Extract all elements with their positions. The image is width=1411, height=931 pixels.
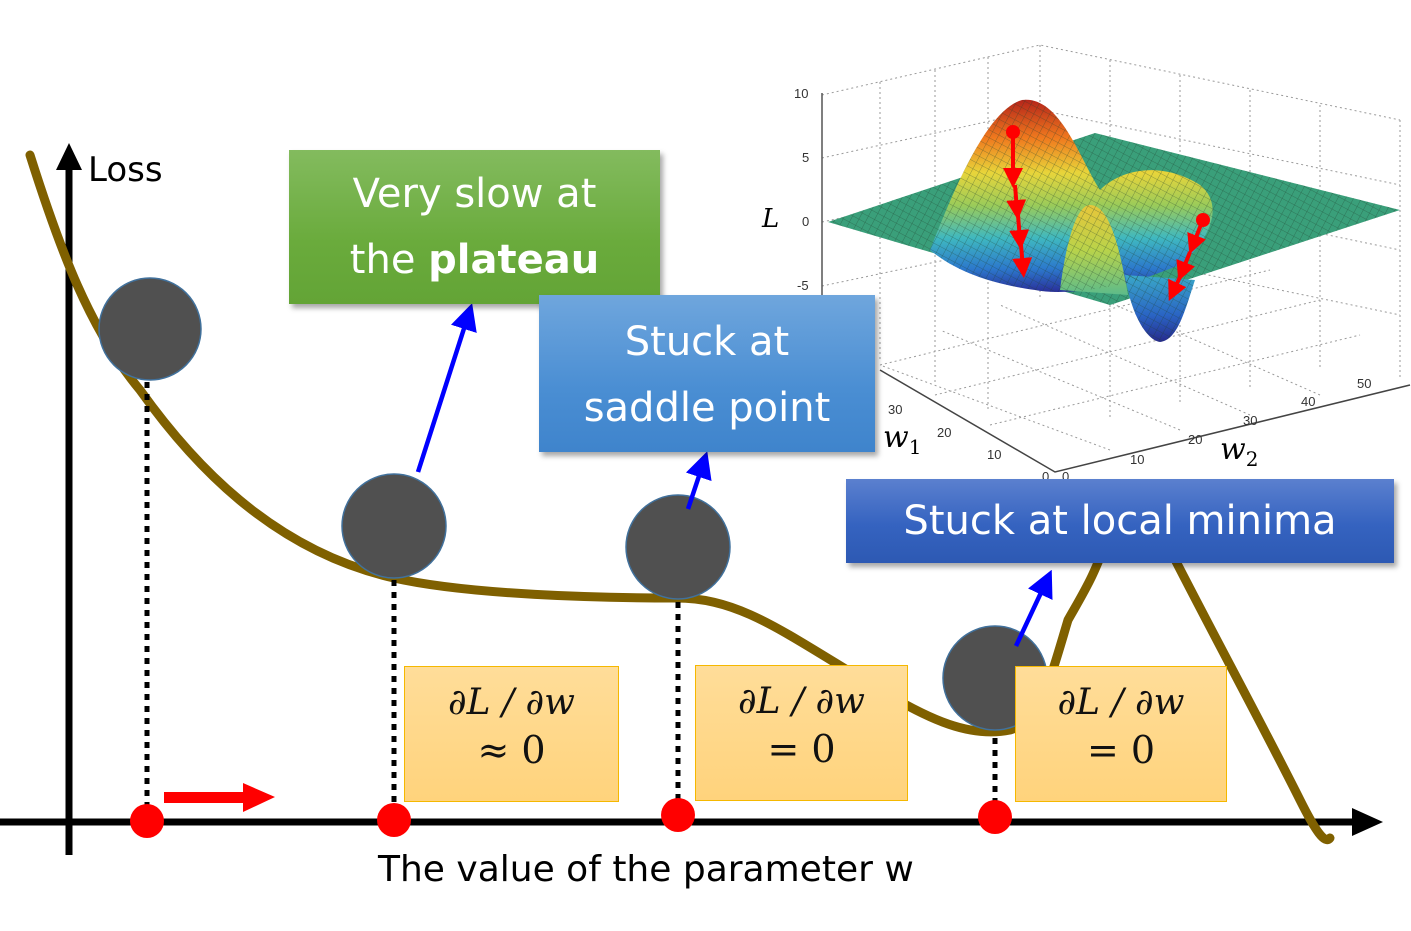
- x-axis-label: The value of the parameter w: [378, 849, 914, 890]
- w1-tick: 10: [987, 447, 1002, 462]
- z-tick: 0: [802, 214, 810, 229]
- axis-points: [130, 798, 1012, 838]
- ball-saddle: [625, 494, 731, 600]
- gradient-expression: ∂L / ∂w: [738, 681, 865, 722]
- surface-start-point: [1006, 125, 1020, 139]
- base-axes: [879, 369, 1411, 473]
- callout-plateau-line2-bold: plateau: [428, 237, 600, 283]
- gradient-expression: ∂L / ∂w: [448, 682, 575, 723]
- direction-arrow-icon: [164, 783, 275, 812]
- callout-saddle-line2: saddle point: [583, 385, 831, 431]
- surface-w1-label: w1: [883, 420, 922, 459]
- surface-z-label: L: [762, 204, 780, 234]
- w2-tick: 20: [1188, 432, 1203, 447]
- x-axis-arrowhead: [1352, 808, 1383, 836]
- surface-descent-path-2: [1168, 213, 1210, 302]
- surface-w2-label: w2: [1220, 432, 1259, 471]
- w2-tick: 50: [1357, 376, 1372, 391]
- gradient-box-saddle: ∂L / ∂w = 0: [695, 665, 908, 801]
- drop-lines: [144, 382, 998, 812]
- balls: [98, 277, 1048, 731]
- w1-tick: 30: [888, 402, 903, 417]
- annotation-arrow-local-minimum: [1013, 569, 1053, 647]
- axis-point-start: [130, 804, 164, 838]
- ball-plateau: [341, 473, 447, 579]
- callout-local-minimum-text: Stuck at local minima: [903, 498, 1337, 544]
- z-tick: -5: [797, 278, 809, 293]
- callout-local-minimum: Stuck at local minima: [846, 479, 1394, 563]
- axis-point-local-minimum: [978, 800, 1012, 834]
- w1-tick: 20: [937, 425, 952, 440]
- callout-plateau: Very slow at the plateau: [289, 150, 660, 304]
- y-axis-label: Loss: [88, 150, 163, 190]
- callout-plateau-line2-prefix: the: [349, 237, 429, 283]
- callout-plateau-line1: Very slow at: [352, 171, 597, 217]
- annotation-arrow-plateau: [415, 303, 477, 473]
- surface-plot: [821, 44, 1411, 473]
- z-tick: 10: [794, 86, 809, 101]
- ball-start: [98, 277, 202, 381]
- gradient-box-plateau: ∂L / ∂w ≈ 0: [404, 666, 619, 802]
- gradient-expression: ∂L / ∂w: [1057, 682, 1185, 723]
- gradient-relation: ≈ 0: [477, 728, 546, 772]
- annotation-arrow-saddle: [685, 451, 712, 510]
- w2-tick: 10: [1130, 452, 1145, 467]
- gradient-box-local-minimum: ∂L / ∂w = 0: [1015, 666, 1227, 802]
- gradient-relation: = 0: [767, 727, 836, 771]
- surface-descent-path-1: [1003, 125, 1033, 278]
- gradient-relation: = 0: [1086, 728, 1156, 772]
- z-tick: 5: [802, 150, 810, 165]
- axis-point-plateau: [377, 803, 411, 837]
- w2-tick: 40: [1301, 394, 1316, 409]
- callout-saddle-line1: Stuck at: [624, 319, 790, 365]
- callout-saddle: Stuck at saddle point: [539, 295, 875, 452]
- y-axis-arrowhead: [56, 143, 82, 170]
- axis-point-saddle: [661, 798, 695, 832]
- w1-tick: 0: [1042, 469, 1050, 484]
- w2-tick: 0: [1062, 469, 1070, 484]
- w2-tick: 30: [1243, 413, 1258, 428]
